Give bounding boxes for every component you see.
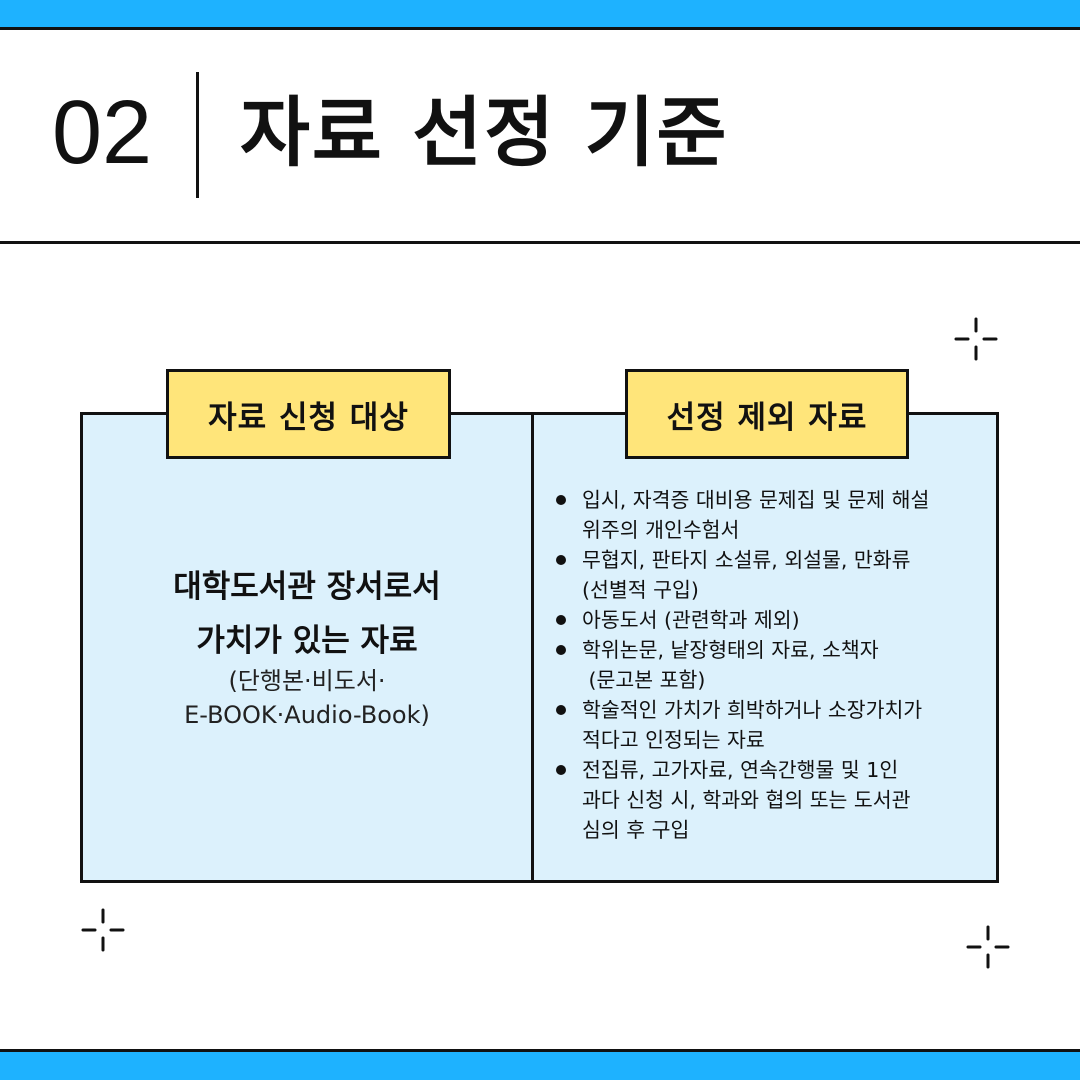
list-item: 학술적인 가치가 희박하거나 소장가치가 적다고 인정되는 자료 [552, 695, 982, 755]
list-item: 입시, 자격증 대비용 문제집 및 문제 해설 위주의 개인수험서 [552, 485, 982, 545]
formats-line: E-BOOK·Audio-Book) [184, 701, 430, 729]
request-target-description: 대학도서관 장서로서 가치가 있는 자료 [80, 560, 534, 668]
list-item: 아동도서 (관련학과 제외) [552, 605, 982, 635]
request-target-panel [80, 412, 534, 883]
title-underline [0, 241, 1080, 244]
formats-line: (단행본·비도서· [228, 667, 386, 695]
description-line: 대학도서관 장서로서 [173, 569, 441, 605]
sparkle-icon [954, 317, 998, 361]
exclusion-panel [531, 412, 999, 883]
list-item: 학위논문, 낱장형태의 자료, 소책자 (문고본 포함) [552, 635, 982, 695]
list-item: 전집류, 고가자료, 연속간행물 및 1인 과다 신청 시, 학과와 협의 또는… [552, 755, 982, 845]
sparkle-icon [81, 908, 125, 952]
list-item: 무협지, 판타지 소설류, 외설물, 만화류 (선별적 구입) [552, 545, 982, 605]
exclusion-list: 입시, 자격증 대비용 문제집 및 문제 해설 위주의 개인수험서 무협지, 판… [552, 485, 982, 845]
section-number: 02 [52, 83, 153, 183]
description-line: 가치가 있는 자료 [196, 623, 418, 659]
bottom-accent-band [0, 1049, 1080, 1080]
request-target-tag: 자료 신청 대상 [166, 369, 451, 459]
request-target-formats: (단행본·비도서· E-BOOK·Audio-Book) [80, 664, 534, 732]
title-divider [196, 72, 199, 198]
sparkle-icon [966, 925, 1010, 969]
exclusion-tag: 선정 제외 자료 [625, 369, 909, 459]
top-accent-band [0, 0, 1080, 30]
page-title: 자료 선정 기준 [240, 88, 729, 177]
